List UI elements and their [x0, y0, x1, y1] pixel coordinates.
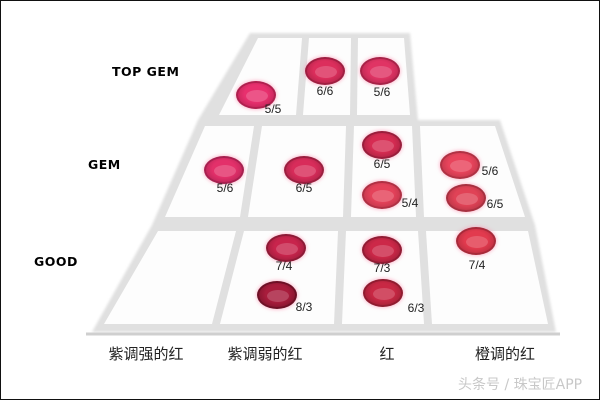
row-label-good: GOOD	[34, 254, 78, 269]
grade-label: 6/5	[295, 181, 313, 195]
ruby-gem-icon	[284, 156, 324, 184]
grade-label: 6/5	[486, 197, 504, 211]
grade-label: 7/4	[468, 258, 486, 272]
grade-label: 6/3	[407, 301, 425, 315]
column-label-orange-red: 橙调的红	[474, 345, 536, 363]
ruby-gem-icon	[362, 181, 402, 209]
ruby-gem-icon	[360, 57, 400, 85]
grade-label: 5/6	[216, 181, 234, 195]
grade-label: 5/5	[264, 102, 282, 116]
grade-label: 5/4	[401, 196, 419, 210]
column-label-strong-purple-red: 紫调强的红	[108, 345, 184, 363]
watermark: 头条号 / 珠宝匠APP	[458, 377, 583, 393]
ruby-gem-icon	[440, 151, 480, 179]
row-label-gem: GEM	[88, 157, 121, 172]
ruby-gem-icon	[362, 236, 402, 264]
grade-label: 8/3	[295, 300, 313, 314]
grade-label: 7/4	[275, 259, 293, 273]
ruby-gem-icon	[236, 81, 276, 109]
ruby-gem-icon	[362, 131, 402, 159]
ruby-gem-icon	[204, 156, 244, 184]
grade-label: 7/3	[373, 261, 391, 275]
ruby-gem-icon	[446, 184, 486, 212]
column-label-weak-purple-red: 紫调弱的红	[227, 345, 303, 363]
grade-label: 5/6	[481, 164, 499, 178]
grade-label: 6/6	[316, 84, 334, 98]
ruby-gem-icon	[456, 227, 496, 255]
ruby-gem-icon	[363, 279, 403, 307]
ruby-gem-icon	[257, 281, 297, 309]
row-label-top-gem: TOP GEM	[112, 64, 180, 79]
ruby-gem-icon	[266, 234, 306, 262]
grade-label: 5/6	[373, 85, 391, 99]
column-label-red: 红	[379, 345, 395, 363]
ruby-gem-icon	[305, 57, 345, 85]
grade-label: 6/5	[373, 157, 391, 171]
